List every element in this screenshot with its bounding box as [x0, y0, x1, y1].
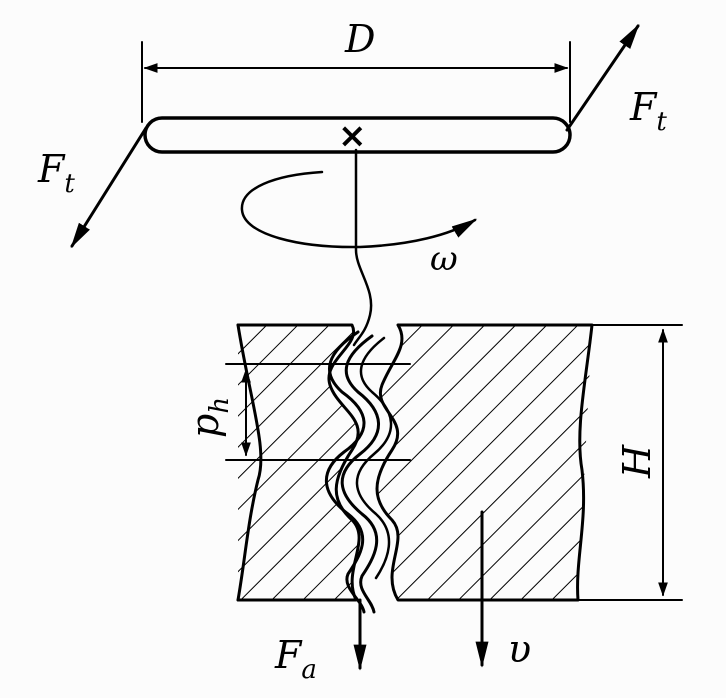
dimension-height: H: [577, 324, 683, 601]
omega-label: ω: [430, 239, 458, 279]
cork-left-outline: [236, 323, 361, 602]
dimension-d: D: [141, 17, 571, 123]
force-ft-right-arrow: [565, 23, 640, 132]
screw-strand-a: [325, 330, 366, 614]
center-mark-icon: ×: [338, 116, 367, 156]
velocity-label: υ: [508, 627, 531, 671]
force-ft-left-label: Ft: [37, 147, 75, 199]
height-label: H: [615, 444, 659, 479]
cork-block: [236, 323, 594, 602]
corkscrew-handle: [143, 116, 572, 154]
cork-right-hatch: [377, 325, 592, 600]
dimension-pitch: ph: [183, 363, 411, 461]
cork-right-outline: [375, 323, 594, 602]
axial-force: Fa: [274, 598, 367, 685]
rotation-arrow: [240, 170, 478, 249]
pitch-label: ph: [183, 397, 235, 438]
screw-strand-b: [340, 334, 380, 614]
tangential-force-right: Ft: [565, 23, 667, 137]
force-ft-left-arrow: [70, 126, 148, 249]
force-fa-label: Fa: [274, 633, 317, 685]
tangential-force-left: Ft: [37, 126, 148, 249]
helical-screw: [325, 330, 393, 614]
velocity: υ: [475, 510, 531, 671]
screw-strand-c: [355, 336, 393, 580]
force-ft-right-label: Ft: [629, 85, 667, 137]
dimension-d-label: D: [344, 17, 375, 61]
rotation-omega: ω: [240, 170, 478, 279]
corkscrew-shaft: [352, 148, 373, 347]
